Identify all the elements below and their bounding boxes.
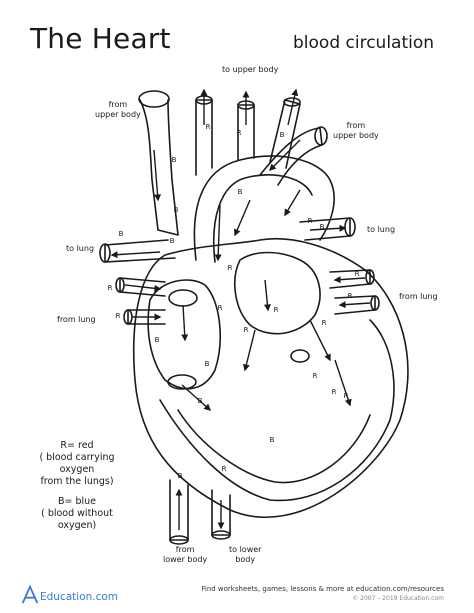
marker-b: B xyxy=(119,230,124,238)
marker-r: R xyxy=(344,392,349,400)
marker-r: R xyxy=(108,284,113,292)
marker-r: R xyxy=(206,123,211,131)
marker-b: B xyxy=(174,206,179,214)
marker-r: R xyxy=(348,292,353,300)
superior-vena-cava xyxy=(140,100,178,235)
marker-r: R xyxy=(355,270,360,278)
marker-b: B xyxy=(170,237,175,245)
marker-b: B xyxy=(205,360,210,368)
marker-r: R xyxy=(313,372,318,380)
footer-tagline: Find worksheets, games, lessons & more a… xyxy=(201,585,444,594)
marker-r: R xyxy=(116,312,121,320)
valve-left xyxy=(291,350,309,362)
education-logo-icon xyxy=(20,583,40,605)
valve-right xyxy=(169,290,197,306)
marker-r: R xyxy=(222,465,227,473)
marker-r: R xyxy=(322,319,327,327)
marker-r: R xyxy=(274,306,279,314)
marker-b: B xyxy=(270,436,275,444)
footer-info: Find worksheets, games, lessons & more a… xyxy=(201,585,444,603)
ventricle-septum xyxy=(160,320,394,500)
valve-lower xyxy=(168,375,196,389)
marker-r: R xyxy=(308,217,313,225)
marker-r: R xyxy=(228,264,233,272)
marker-r: R xyxy=(237,129,242,137)
marker-r: R xyxy=(218,304,223,312)
marker-b: B xyxy=(172,156,177,164)
svc-opening xyxy=(139,91,169,107)
footer-copyright: © 2007 – 2019 Education.com xyxy=(201,594,444,603)
marker-b: B xyxy=(238,188,243,196)
marker-b: B xyxy=(320,223,325,231)
marker-b: B xyxy=(155,336,160,344)
marker-b: B xyxy=(280,131,285,139)
marker-r: R xyxy=(332,388,337,396)
pulmonary-artery-left xyxy=(105,240,175,262)
left-atrium xyxy=(235,253,320,334)
marker-b: B xyxy=(198,397,203,405)
marker-b: B xyxy=(178,472,183,480)
footer-brand: Education.com xyxy=(40,591,118,603)
marker-r: R xyxy=(244,326,249,334)
